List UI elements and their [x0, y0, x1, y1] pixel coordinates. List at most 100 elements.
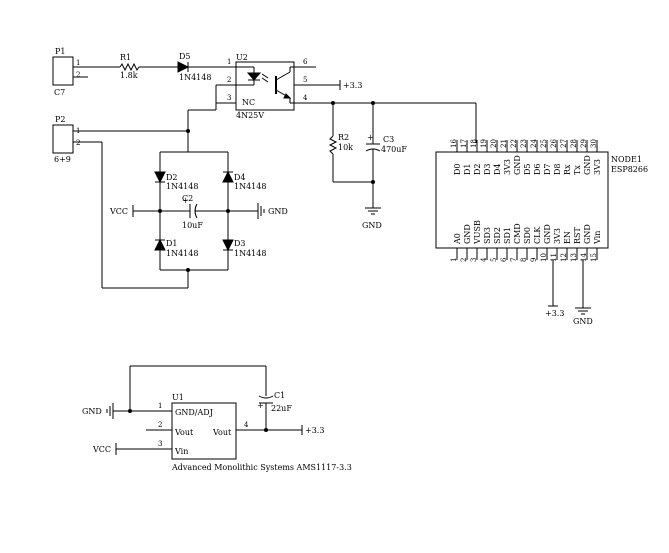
node1-pin-num: 5	[490, 258, 498, 262]
node1-pin-num: 24	[530, 139, 538, 148]
net-gnd-u1: GND	[82, 403, 130, 419]
node1-pin-num: 14	[580, 253, 588, 262]
label-text: GND	[82, 407, 102, 416]
node1-pin-num: 2	[460, 258, 468, 262]
node1-pin-num: 3	[470, 258, 478, 262]
node1-pin-num: 13	[570, 253, 578, 262]
node1-value: ESP8266	[611, 165, 648, 174]
node1-pin-num: 29	[580, 139, 588, 148]
label-text: GND	[573, 317, 593, 326]
p1-ref: P1	[55, 47, 65, 56]
node1-pin-num: 19	[480, 139, 488, 148]
label-text: GND	[362, 221, 382, 230]
node1-pin-num: 23	[520, 139, 528, 148]
node1-pin-num: 27	[560, 139, 568, 148]
node1-pin-label: SD1	[503, 227, 512, 244]
label-text: 2	[76, 139, 80, 147]
c1-ref: C1	[274, 391, 285, 400]
p2-ref: P2	[55, 115, 65, 124]
node1-pin-num: 20	[490, 139, 498, 148]
d4-ref: D4	[234, 173, 246, 182]
label-text: VCC	[92, 445, 111, 454]
node1-pin-num: 15	[590, 253, 598, 262]
label-text: 2	[76, 71, 80, 79]
label-text: GND	[268, 207, 288, 216]
node1-pin-num: 7	[510, 258, 518, 262]
node1-pin-label: VUSB	[473, 220, 482, 245]
node1-pin-label: D6	[533, 163, 542, 175]
label-text: 2	[227, 76, 231, 84]
d2-ref: D2	[166, 173, 178, 182]
node1-pin-num: 25	[540, 139, 548, 148]
diode-d5: D5 1N4148	[177, 52, 216, 82]
node1-pin-label: RST	[573, 226, 582, 244]
d4-value: 1N4148	[234, 182, 266, 191]
node1-bottom-pins: 1A02GND3VUSB4SD35SD26SD17CMD8SD09CLK10GN…	[450, 220, 602, 262]
net-v33-u2: +3.3	[316, 80, 362, 90]
node1-pin-label: Rx	[563, 164, 572, 175]
r2-value: 10k	[338, 143, 353, 152]
node1-pin-num: 8	[520, 258, 528, 262]
node1-pin-label: Tx	[573, 165, 582, 175]
node1-pin-label: CMD	[513, 223, 522, 244]
r1-ref: R1	[120, 53, 131, 62]
node1-pin-label: D4	[493, 163, 502, 175]
label-text: VCC	[109, 207, 128, 216]
node1-pin-num: 21	[500, 139, 508, 148]
label-text: 1	[76, 59, 80, 67]
label-text: 3	[227, 94, 231, 102]
d5-value: 1N4148	[179, 73, 211, 82]
p1-value: C7	[54, 88, 65, 97]
c3-ref: C3	[383, 135, 394, 144]
node1-pin-label: D5	[523, 163, 532, 175]
d5-ref: D5	[179, 52, 191, 61]
node1-pin-num: 12	[560, 253, 568, 262]
p2-value: 6+9	[54, 155, 71, 164]
bridge-rectifier: D2 1N4148 D1 1N4148 D4 1N4148 D3 1N4148	[154, 131, 266, 288]
c1-value: 22uF	[271, 404, 292, 413]
node1-pin-label: GND	[543, 224, 552, 244]
label-text: +3.3	[305, 426, 324, 435]
node1-pin-label: D7	[543, 163, 552, 175]
label-text: 3	[158, 440, 162, 448]
regulator-u1: U1 Advanced Monolithic Systems AMS1117-3…	[116, 393, 352, 472]
node1-pin-label: GND	[583, 155, 592, 175]
node1-pin-label: SD2	[493, 227, 502, 244]
node1-pin-num: 30	[590, 139, 598, 148]
optocoupler-u2: U2 4N25V NC 1 2 3 6 5 4	[216, 53, 316, 120]
d3-ref: D3	[234, 239, 246, 248]
c2-value: 10uF	[182, 221, 203, 230]
node1-pin-label: D8	[553, 163, 562, 175]
label-text: +	[367, 133, 374, 142]
node1-pin-label: A0	[453, 233, 462, 245]
node1-pin-label: SD0	[523, 227, 532, 244]
node1-pin-label: 3V3	[553, 228, 562, 244]
node1-pin-num: 18	[470, 139, 478, 148]
connector-p1: P1 C7 1 2	[52, 47, 88, 97]
node1-pin-label: SD3	[483, 227, 492, 244]
label-text: +3.3	[545, 309, 564, 318]
node1-pin-num: 1	[450, 258, 458, 262]
connector-p2: P2 6+9 1 2	[52, 115, 190, 289]
node1-pin-num: 26	[550, 139, 558, 148]
capacitor-c1: + C1 22uF	[129, 365, 292, 430]
label-text: +	[257, 401, 264, 410]
node1-pin-num: 16	[450, 139, 458, 148]
u2-value: 4N25V	[236, 111, 264, 120]
u2-nc: NC	[242, 98, 255, 107]
node1-pin-label: CLK	[533, 226, 542, 244]
node1-ref: NODE1	[611, 155, 642, 164]
node1-pin-label: D2	[473, 163, 482, 175]
label-text: 4	[244, 421, 249, 429]
node1-pin-num: 11	[550, 253, 558, 262]
label-text: +3.3	[343, 81, 362, 90]
label-text: 6	[303, 58, 308, 66]
node1-pin-label: 3V3	[593, 159, 602, 175]
r1-value: 1.8k	[120, 71, 138, 80]
label-text: GND/ADJ	[175, 408, 213, 417]
label-text: 2	[158, 421, 162, 429]
resistor-r2: R2 10k	[328, 103, 373, 183]
node1-pin-label: GND	[583, 224, 592, 244]
d2-value: 1N4148	[166, 182, 198, 191]
